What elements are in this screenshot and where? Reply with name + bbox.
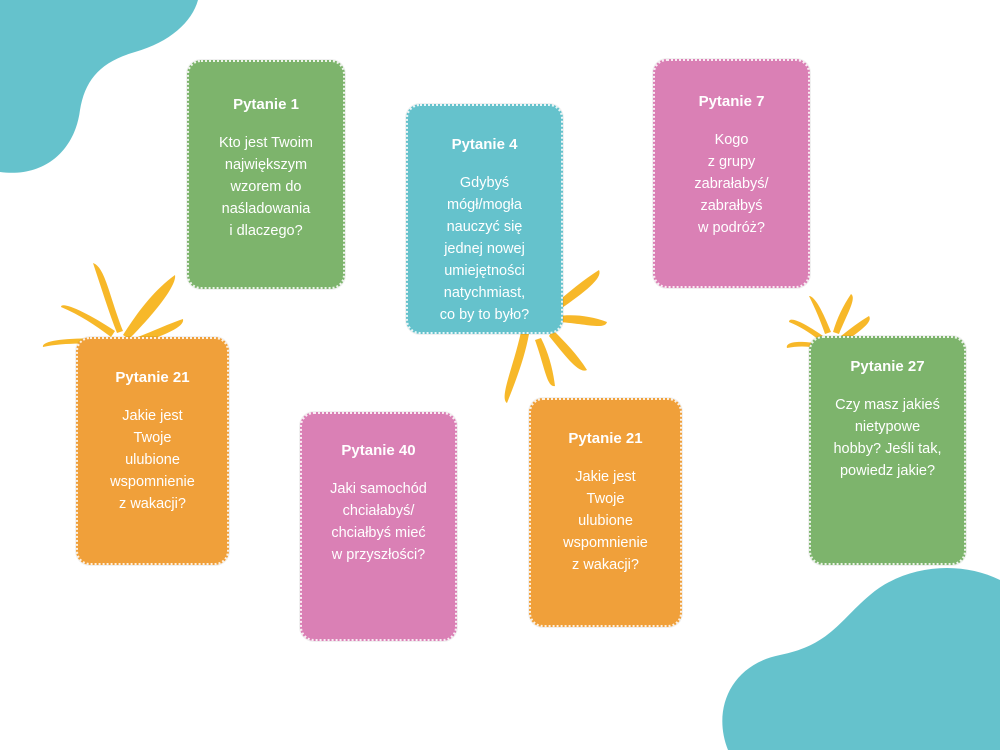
card-question: Czy masz jakieś nietypowe hobby? Jeśli t… <box>833 397 942 479</box>
question-card-21-right[interactable]: Pytanie 21 Jakie jest Twoje ulubione wsp… <box>529 398 682 627</box>
card-title: Pytanie 4 <box>451 136 518 153</box>
question-card-40[interactable]: Pytanie 40 Jaki samochód chciałabyś/ chc… <box>300 412 457 641</box>
question-card-4[interactable]: Pytanie 4 Gdybyś mógł/mogła nauczyć się … <box>406 104 563 334</box>
card-question: Kogo z grupy zabrałabyś/ zabrałbyś w pod… <box>694 132 769 236</box>
burst-center-icon <box>504 270 607 403</box>
question-card-27[interactable]: Pytanie 27 Czy masz jakieś nietypowe hob… <box>809 336 966 565</box>
card-title: Pytanie 21 <box>568 430 643 447</box>
card-title: Pytanie 7 <box>698 93 765 110</box>
card-title: Pytanie 27 <box>850 358 925 375</box>
card-title: Pytanie 21 <box>115 369 190 386</box>
card-question: Kto jest Twoim największym wzorem do naś… <box>218 135 314 239</box>
question-card-7[interactable]: Pytanie 7 Kogo z grupy zabrałabyś/ zabra… <box>653 59 810 288</box>
card-question: Jakie jest Twoje ulubione wspomnienie z … <box>563 469 648 573</box>
card-title: Pytanie 40 <box>341 442 416 459</box>
top-left-blob <box>0 0 198 173</box>
card-question: Jakie jest Twoje ulubione wspomnienie z … <box>110 408 195 512</box>
card-title: Pytanie 1 <box>233 96 299 113</box>
card-question: Jaki samochód chciałabyś/ chciałbyś mieć… <box>330 481 427 563</box>
question-card-21-left[interactable]: Pytanie 21 Jakie jest Twoje ulubione wsp… <box>76 337 229 565</box>
question-card-1[interactable]: Pytanie 1 Kto jest Twoim największym wzo… <box>187 60 345 289</box>
burst-right-icon <box>786 294 870 348</box>
card-question: Gdybyś mógł/mogła nauczyć się jednej now… <box>439 175 530 323</box>
bottom-right-blob <box>722 568 1000 750</box>
